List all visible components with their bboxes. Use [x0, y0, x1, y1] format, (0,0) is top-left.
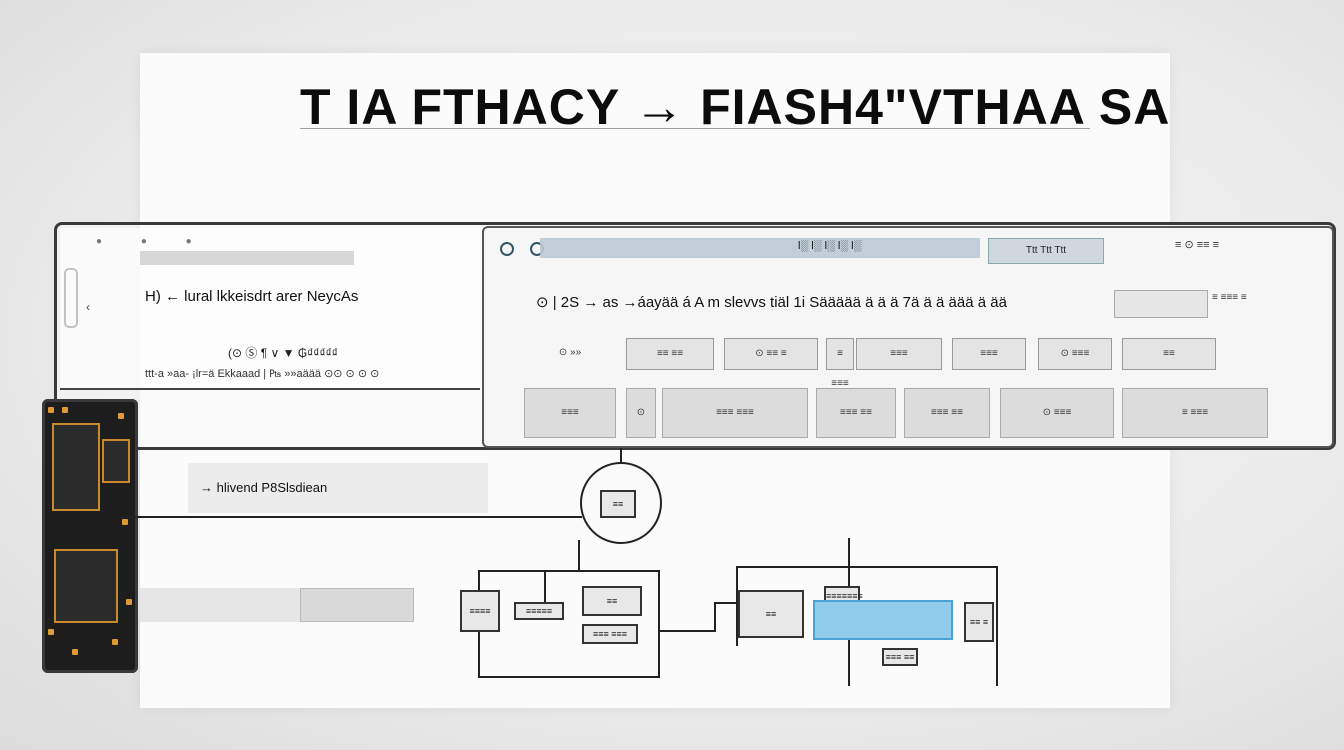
diagram-label-box — [188, 463, 488, 513]
left-panel-toolbar[interactable]: (⊙ Ⓢ ¶ ∨ ▼ ₲₫₫₫₫₫ — [228, 346, 338, 360]
board-chip — [102, 439, 130, 483]
highlighted-node[interactable] — [813, 600, 953, 640]
row2-cell[interactable]: ≡ ≡≡≡ — [1122, 388, 1268, 438]
connector-line — [122, 516, 582, 518]
left-panel-label: H) ← lural lkkeisdrt arer NeycAs — [145, 288, 359, 305]
connector-line — [544, 570, 546, 606]
diagram-node[interactable]: ≡≡≡≡≡ — [514, 602, 564, 620]
row1-cell[interactable]: ⊙ ≡≡≡ — [1038, 338, 1112, 370]
row1-cell[interactable]: ≡≡ ≡≡ — [626, 338, 714, 370]
chevron-left-icon[interactable]: ‹ — [86, 300, 90, 314]
app-side-text: ≡ ≡≡≡ ≡ — [1212, 292, 1247, 303]
circuit-board-image — [42, 399, 138, 673]
diagram-node[interactable]: ≡≡ — [582, 586, 642, 616]
diagram-node[interactable]: ≡≡≡≡ — [460, 590, 500, 632]
app-top-right-controls[interactable]: ≡ ⊙ ≡≡ ≡ — [1175, 239, 1220, 251]
row2-cell[interactable]: ≡≡≡ ≡≡≡ — [662, 388, 808, 438]
row1-cell[interactable]: ⊙ ≡≡ ≡ — [724, 338, 818, 370]
gray-bar-inset — [300, 588, 414, 622]
diagram-node[interactable]: ≡≡ ≡ — [964, 602, 994, 642]
diagram-node[interactable]: ≡≡≡ ≡≡ — [882, 648, 918, 666]
globe-icon[interactable] — [500, 242, 514, 256]
connector-line — [714, 602, 738, 604]
window-control-dots: ● ● ● — [96, 236, 210, 247]
connector-line — [620, 448, 622, 468]
connector-line — [736, 566, 998, 568]
connector-line — [478, 570, 660, 572]
connector-line — [658, 570, 660, 678]
central-chip-node[interactable]: ≡≡ — [600, 490, 636, 518]
row2-cell[interactable]: ⊙ ≡≡≡ — [1000, 388, 1114, 438]
connector-line — [996, 566, 998, 686]
row2-cell[interactable]: ≡≡≡ ≡≡ — [816, 388, 896, 438]
app-heading: ⊙ | 2S → as →áayää á A m slevvs tiäl 1i … — [536, 294, 1007, 311]
left-panel-footer: ttt-a »aa- ¡lr=ä Ekkaaad | ₧ »»aäää ⊙⊙ ⊙… — [145, 368, 380, 380]
address-bar[interactable] — [140, 251, 354, 265]
board-chip — [54, 549, 118, 623]
connector-line — [714, 602, 716, 632]
diagram-node[interactable]: ≡≡≡ ≡≡≡ — [582, 624, 638, 644]
board-chip — [52, 423, 100, 511]
row2-cell[interactable]: ≡≡≡ ≡≡ — [904, 388, 990, 438]
row2-cell[interactable]: ⊙ — [626, 388, 656, 438]
row1-cell[interactable]: ≡≡ — [1122, 338, 1216, 370]
diagram-node[interactable]: ≡≡ — [738, 590, 804, 638]
connector-line — [578, 540, 580, 570]
connector-line — [660, 630, 716, 632]
row1-cell[interactable]: ≡≡≡ — [952, 338, 1026, 370]
row2-cell[interactable]: ≡≡≡ — [524, 388, 616, 438]
app-top-bar — [540, 238, 980, 258]
row1-cell[interactable]: ⊙ »» — [558, 347, 582, 358]
app-top-text: l░ l░ l░ l░ l░ — [798, 240, 862, 252]
diagram-label: → hlivend P8Slsdiean — [200, 480, 328, 495]
connector-line — [736, 566, 738, 646]
app-top-box[interactable]: Ttt Ttt Ttt — [988, 238, 1104, 264]
row1-cell[interactable]: ≡≡≡ — [856, 338, 942, 370]
page-title: T IA FTHACY → FIASH4"VTHAA SA — [300, 79, 1171, 135]
row1-cell[interactable]: ≡ ≡≡≡ — [826, 338, 854, 389]
title-divider — [300, 128, 1090, 129]
connector-line — [478, 676, 660, 678]
app-side-box[interactable] — [1114, 290, 1208, 318]
